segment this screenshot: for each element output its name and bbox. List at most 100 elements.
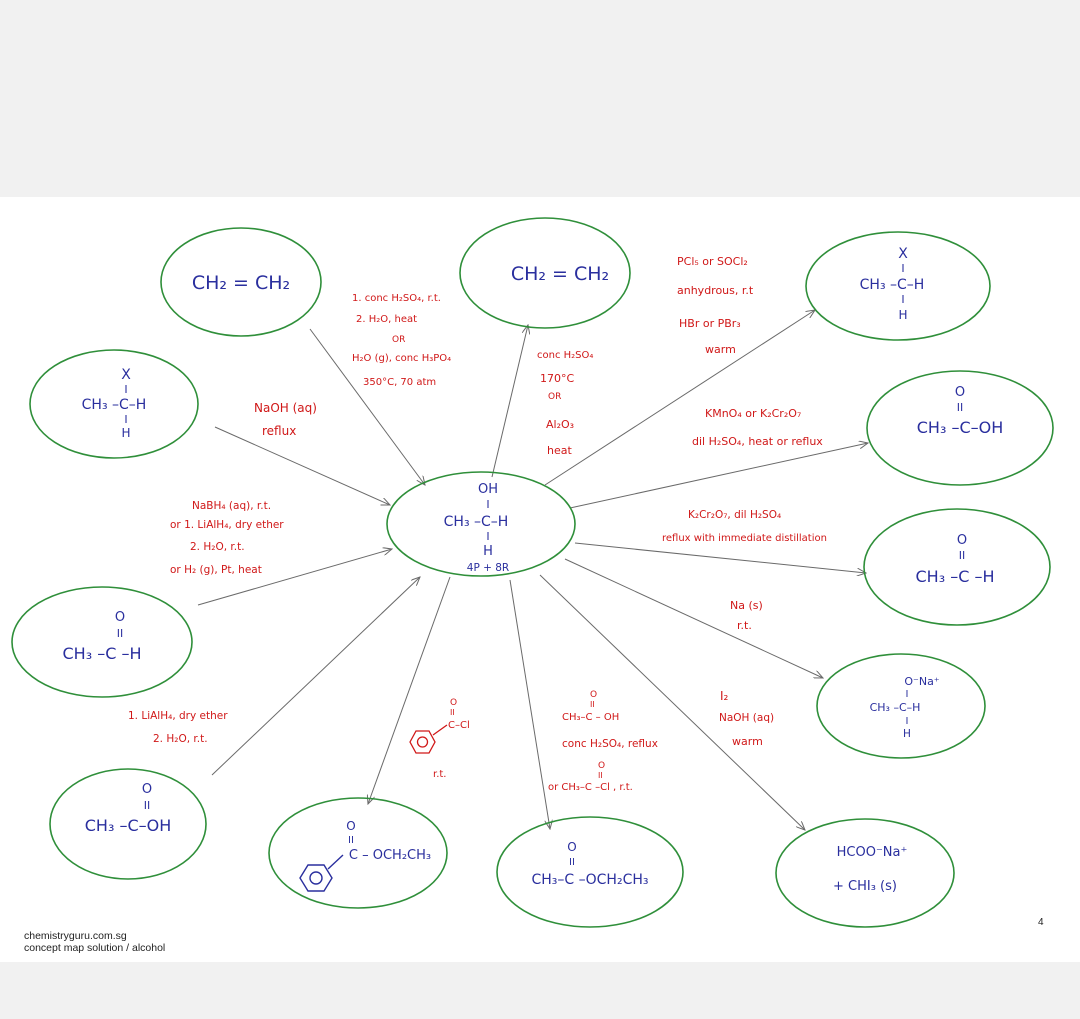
ethanal-left-structure: O II CH₃ –C –H [63, 610, 142, 663]
partial-oxidation-line2: reflux with immediate distillation [662, 533, 827, 544]
haloalkane-right-formula: CH₃ –C–H [860, 277, 925, 293]
node-acid-right [866, 370, 1054, 486]
conditions-halogenation: PCl₅ or SOCl₂ anhydrous, r.t HBr or PBr₃… [677, 255, 754, 356]
dehydration-line1: conc H₂SO₄ [537, 350, 593, 361]
ethanal-left-o: O [115, 610, 125, 625]
acid-left-o: O [142, 782, 152, 797]
hydration-or: OR [392, 335, 405, 345]
haloalkane-right-bond-top: I [901, 262, 904, 275]
esterification-alt-double-bond: II [598, 771, 603, 780]
ethanol-h: H [483, 544, 493, 559]
node-haloalkane-right [805, 231, 991, 341]
haloalkane-right-x: X [898, 246, 908, 262]
acyl-chloride-benzene-icon [409, 724, 448, 754]
haloalkane-right-structure: X I CH₃ –C–H I H [860, 246, 925, 322]
alkoxide-o-na: O⁻Na⁺ [904, 675, 939, 688]
sodium-line1: Na (s) [730, 599, 763, 612]
conditions-iodoform-test: I₂ NaOH (aq) warm [719, 689, 774, 748]
arrow-ethanol-to-acid [569, 443, 868, 509]
reduction-acid-line2: 2. H₂O, r.t. [153, 733, 208, 745]
partial-oxidation-line1: K₂Cr₂O₇, dil H₂SO₄ [688, 509, 781, 521]
haloalkane-right-bond-bottom: I [901, 293, 904, 306]
acid-right-double-bond: II [957, 401, 964, 414]
ethanal-left-double-bond: II [117, 627, 124, 640]
arrow-acid-to-ethanol [211, 577, 420, 776]
alkoxide-bond-bottom: I [906, 716, 909, 727]
hydration-line3: H₂O (g), conc H₃PO₄ [352, 353, 451, 364]
worksheet-page: OH I CH₃ –C–H I H 4P + 8R CH₂ = CH₂ CH₂ … [0, 197, 1080, 962]
halogenation-line3: HBr or PBr₃ [679, 317, 741, 330]
reduction-ethanal-line4: or H₂ (g), Pt, heat [170, 564, 262, 576]
acid-right-formula: CH₃ –C–OH [917, 418, 1004, 437]
dehydration-line3: Al₂O₃ [546, 418, 574, 431]
iodoform-test-line3: warm [732, 735, 763, 748]
full-oxidation-line1: KMnO₄ or K₂Cr₂O₇ [705, 407, 801, 420]
arrow-haloalkane-to-ethanol [214, 426, 390, 505]
footer-site: chemistryguru.com.sg [24, 930, 127, 942]
node-ethanol [386, 471, 576, 577]
esterification-alt: or CH₃–C –Cl , r.t. [548, 782, 633, 793]
node-alkoxide [816, 653, 986, 759]
haloalkane-right-h: H [898, 308, 907, 322]
ethyl-ethanoate-formula: CH₃–C –OCH₂CH₃ [532, 872, 649, 888]
hydrolysis-line2: reflux [262, 424, 296, 438]
ethanol-oh: OH [478, 482, 498, 497]
node-iodoform [775, 818, 955, 928]
iodoform-line1: HCOO⁻Na⁺ [837, 845, 908, 860]
ethanol-formula: CH₃ –C–H [444, 514, 509, 530]
ethyl-ethanoate-double-bond: II [569, 857, 575, 868]
arrow-ethanal-to-ethanol [197, 549, 392, 606]
conditions-reduction-acid: 1. LiAlH₄, dry ether 2. H₂O, r.t. [128, 710, 228, 745]
conditions-hydrolysis: NaOH (aq) reflux [254, 401, 317, 438]
esterification-o: O [590, 690, 597, 700]
sodium-line2: r.t. [737, 619, 752, 632]
alkoxide-h: H [903, 728, 911, 740]
node-ethyl-ethanoate [496, 816, 684, 928]
node-haloalkane-left [29, 349, 199, 459]
ethanal-right-formula: CH₃ –C –H [916, 567, 995, 586]
alkoxide-structure: O⁻Na⁺ I CH₃ –C–H I H [870, 675, 940, 740]
concept-map: OH I CH₃ –C–H I H 4P + 8R CH₂ = CH₂ CH₂ … [11, 217, 1054, 928]
hydration-line2: 2. H₂O, heat [356, 314, 417, 325]
haloalkane-left-bond-top: I [124, 383, 127, 396]
ethanal-left-formula: CH₃ –C –H [63, 644, 142, 663]
arrow-ethanol-to-phenyl-ester [368, 576, 451, 804]
ethene-b-formula: CH₂ = CH₂ [511, 263, 609, 285]
dehydration-or: OR [548, 392, 561, 402]
node-acid-left [49, 768, 207, 880]
conditions-hydration: 1. conc H₂SO₄, r.t. 2. H₂O, heat OR H₂O … [352, 293, 451, 388]
arrow-ethanol-to-iodoform [539, 574, 805, 830]
page-number: 4 [1038, 917, 1044, 928]
acid-left-formula: CH₃ –C–OH [85, 816, 172, 835]
haloalkane-left-formula: CH₃ –C–H [82, 397, 147, 413]
ethyl-ethanoate-o: O [567, 840, 576, 854]
acid-right-structure: O II CH₃ –C–OH [917, 385, 1004, 437]
ethanol-count-label: 4P + 8R [467, 562, 509, 574]
conditions-partial-oxidation: K₂Cr₂O₇, dil H₂SO₄ reflux with immediate… [662, 509, 827, 544]
benzene-ring-icon [299, 854, 344, 892]
iodoform-test-line1: I₂ [720, 689, 729, 703]
alkoxide-formula: CH₃ –C–H [870, 701, 921, 714]
full-oxidation-line2: dil H₂SO₄, heat or reflux [692, 435, 823, 448]
conditions-esterification: O II CH₃–C – OH conc H₂SO₄, reflux O II … [548, 690, 658, 793]
arrow-ethanol-to-ethanal [574, 542, 866, 573]
arrow-ethanol-to-alkoxide [564, 558, 823, 678]
acyl-chloride-condition: r.t. [433, 769, 446, 780]
node-phenyl-ester [268, 797, 448, 909]
acyl-chloride-group: C–Cl [448, 720, 470, 731]
haloalkane-left-h: H [121, 426, 130, 440]
arrows [197, 310, 868, 830]
hydration-line1: 1. conc H₂SO₄, r.t. [352, 293, 441, 304]
hydration-line4: 350°C, 70 atm [363, 377, 436, 388]
phenyl-ester-structure: O II C – OCH₂CH₃ [299, 819, 431, 892]
esterification-acid: CH₃–C – OH [562, 712, 619, 723]
alkoxide-bond-top: I [906, 689, 909, 700]
ethanal-right-o: O [957, 533, 967, 548]
iodoform-test-line2: NaOH (aq) [719, 712, 774, 724]
haloalkane-left-x: X [121, 367, 131, 383]
dehydration-line2: 170°C [540, 372, 574, 385]
ethanol-bond-top: I [486, 498, 489, 511]
haloalkane-left-bond-bottom: I [124, 413, 127, 426]
node-ethanal-left [11, 586, 193, 698]
esterification-condition: conc H₂SO₄, reflux [562, 738, 658, 750]
